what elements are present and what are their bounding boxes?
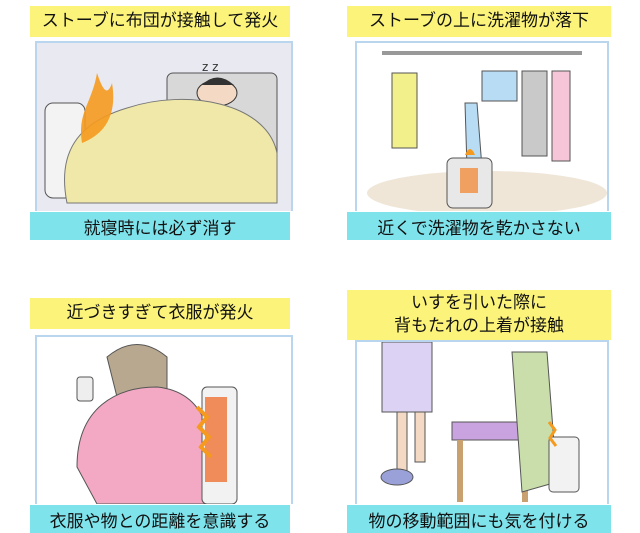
flame-icon xyxy=(547,421,558,447)
panel-3-tip: 衣服や物との距離を意識する xyxy=(30,505,290,533)
panel-1-tip-text: 就寝時には必ず消す xyxy=(83,218,237,239)
panel-3-tip-text: 衣服や物との距離を意識する xyxy=(49,511,271,532)
panel-1-title: ストーブに布団が接触して発火 xyxy=(30,6,290,37)
chair-jacket-scene xyxy=(357,342,607,504)
flame-icon xyxy=(80,73,114,143)
panel-2-tip-text: 近くで洗濯物を乾かさない xyxy=(377,218,581,239)
panel-3-title: 近づきすぎて衣服が発火 xyxy=(30,298,290,329)
laundry-stove-scene xyxy=(357,43,607,211)
svg-text:z z: z z xyxy=(202,60,218,74)
panel-4-title-line-1: いすを引いた際に xyxy=(411,293,547,313)
panel-4-illustration xyxy=(355,340,609,504)
panel-4-title: いすを引いた際に 背もたれの上着が接触 xyxy=(347,290,611,340)
panel-3-title-text: 近づきすぎて衣服が発火 xyxy=(66,303,254,323)
flame-icon xyxy=(195,405,213,459)
panel-3-illustration xyxy=(35,335,293,504)
panel-2-illustration xyxy=(355,41,609,211)
blanket-heater-scene: z z xyxy=(37,43,291,211)
panel-2-title-text: ストーブの上に洗濯物が落下 xyxy=(369,11,589,31)
panel-1-title-text: ストーブに布団が接触して発火 xyxy=(41,11,279,31)
panel-2-tip: 近くで洗濯物を乾かさない xyxy=(347,212,611,240)
flame-icon xyxy=(465,149,475,155)
panel-1-tip: 就寝時には必ず消す xyxy=(30,212,290,240)
panel-1-illustration: z z xyxy=(35,41,293,211)
panel-4-tip: 物の移動範囲にも気を付ける xyxy=(347,505,611,533)
panel-4-title-line-2: 背もたれの上着が接触 xyxy=(394,316,564,336)
clothes-heater-scene xyxy=(37,337,291,504)
panel-2-title: ストーブの上に洗濯物が落下 xyxy=(347,6,611,37)
panel-4-tip-text: 物の移動範囲にも気を付ける xyxy=(368,511,590,532)
